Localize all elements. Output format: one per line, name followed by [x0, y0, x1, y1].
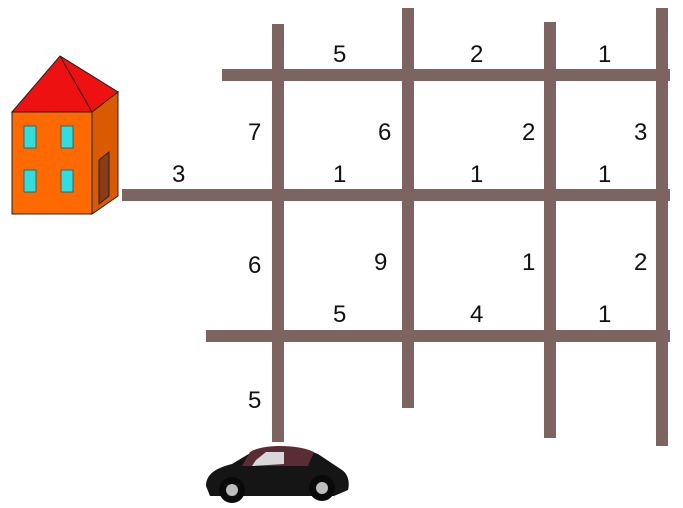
weight-top-3: 1	[598, 41, 611, 68]
weight-mid-2: 1	[470, 161, 483, 188]
weight-mid-3: 1	[598, 161, 611, 188]
weight-vert-b2: 9	[374, 249, 387, 276]
weight-vert-b4: 2	[634, 249, 647, 276]
car-hubcap	[226, 484, 238, 496]
house-door	[99, 152, 109, 204]
road-top	[222, 69, 670, 81]
weight-vert-b3: 1	[522, 249, 535, 276]
road-col-1	[272, 24, 284, 442]
car-hubcap	[316, 482, 328, 494]
weight-top-2: 2	[470, 41, 483, 68]
road-col-4	[656, 8, 668, 446]
road-col-3	[544, 22, 556, 438]
weight-bot-3: 1	[598, 301, 611, 328]
weight-mid-1: 1	[333, 161, 346, 188]
house-window	[61, 170, 73, 192]
weight-to-car: 5	[248, 387, 261, 414]
house-window	[61, 126, 73, 148]
weight-vert-a3: 2	[522, 119, 535, 146]
car-icon	[206, 446, 349, 503]
weight-bot-2: 4	[470, 301, 483, 328]
house-window	[24, 126, 36, 148]
weight-bot-1: 5	[333, 301, 346, 328]
road-col-2	[402, 8, 414, 408]
road-grid	[122, 8, 670, 446]
weight-house-road: 3	[172, 161, 185, 188]
weight-vert-a4: 3	[634, 119, 647, 146]
weight-vert-b1: 6	[248, 252, 261, 279]
weight-vert-a1: 7	[248, 119, 261, 146]
weight-top-1: 5	[333, 41, 346, 68]
house-icon	[12, 56, 118, 214]
house-window	[24, 170, 36, 192]
road-middle	[122, 189, 670, 201]
weight-vert-a2: 6	[378, 119, 391, 146]
